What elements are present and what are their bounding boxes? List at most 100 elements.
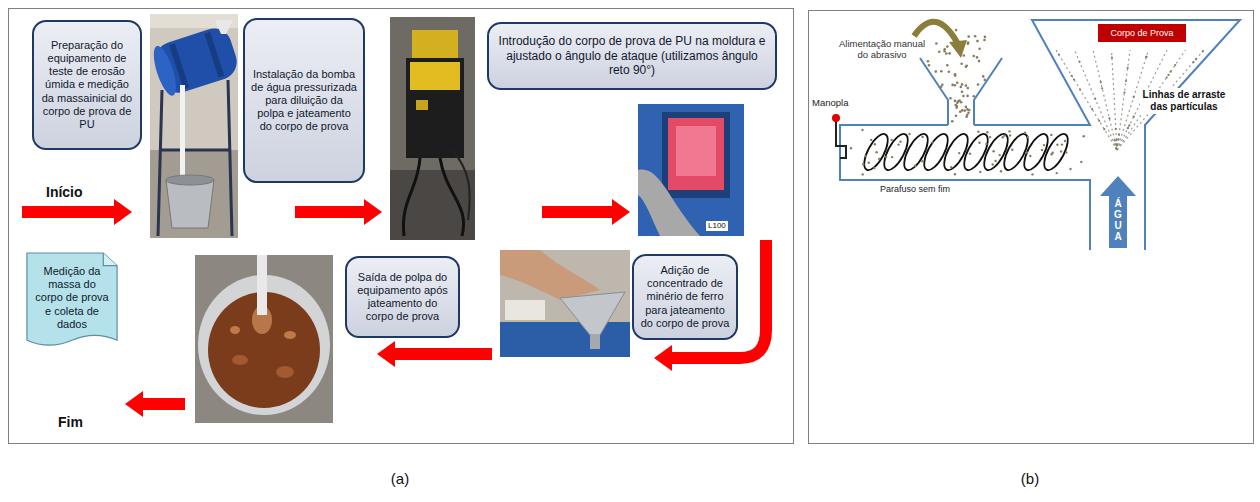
abrasive-particle — [984, 79, 987, 82]
crank-handle — [832, 114, 840, 122]
abrasive-particle — [973, 55, 976, 58]
photo-pump — [452, 150, 470, 220]
abrasive-particle — [973, 95, 976, 98]
panel-frame — [9, 9, 794, 444]
screw-coil — [1000, 131, 1033, 174]
photo-bucket — [284, 331, 296, 339]
abrasive-particle — [969, 153, 971, 155]
abrasive-particle — [967, 87, 970, 90]
abrasive-particle — [885, 156, 887, 158]
abrasive-particle — [1060, 150, 1062, 152]
abrasive-particle — [986, 131, 988, 133]
panel-label: (a) — [380, 470, 420, 488]
abrasive-particle — [1170, 71, 1172, 73]
abrasive-particle — [1009, 134, 1011, 136]
photo-pouring — [500, 250, 630, 357]
abrasive-particle — [984, 36, 987, 39]
drag-line — [1112, 50, 1118, 150]
abrasive-particle — [1002, 136, 1004, 138]
photo-specimen — [638, 170, 700, 236]
abrasive-particle — [1123, 92, 1125, 94]
photo-pouring — [500, 250, 600, 300]
abrasive-particle — [940, 70, 943, 73]
abrasive-particle — [1098, 120, 1100, 122]
abrasive-particle — [1195, 58, 1197, 60]
node-text: Corpo de Prova — [1110, 28, 1173, 38]
photo-specimen — [668, 118, 724, 190]
abrasive-particle — [862, 173, 864, 175]
abrasive-particle — [1056, 172, 1058, 174]
abrasive-particle — [957, 100, 960, 103]
abrasive-particle — [951, 120, 954, 123]
screw-tube — [840, 125, 1090, 250]
abrasive-particle — [965, 84, 968, 87]
abrasive-particle — [897, 143, 899, 145]
document-fold — [103, 253, 117, 266]
abrasive-particle — [954, 74, 957, 77]
photo-drum — [166, 180, 214, 228]
abrasive-particle — [950, 166, 952, 168]
water-arrow: ÁGUA — [1100, 176, 1136, 248]
drag-label: Linhas de arraste das partículas — [1140, 88, 1228, 114]
process-box: Adição de concentrado de minério de ferr… — [632, 254, 738, 340]
abrasive-particle — [1167, 74, 1169, 76]
abrasive-particle — [865, 155, 867, 157]
photo-bucket — [195, 255, 333, 423]
abrasive-particle — [967, 35, 970, 38]
abrasive-particle — [921, 160, 923, 162]
photo-pump — [412, 30, 458, 60]
process-box: Preparação do equipamento de teste de er… — [32, 20, 142, 150]
panel-frame — [809, 11, 1254, 444]
abrasive-particle — [861, 129, 863, 131]
node-text: Saída de polpa do equipamento após jatea… — [353, 271, 452, 324]
abrasive-particle — [1115, 128, 1117, 130]
abrasive-particle — [1125, 80, 1127, 82]
abrasive-particle — [874, 143, 876, 145]
abrasive-particle — [1116, 145, 1118, 147]
abrasive-particle — [979, 171, 981, 173]
abrasive-particle — [1108, 117, 1110, 119]
photo-pump — [440, 158, 464, 236]
photo-pouring — [500, 250, 630, 357]
abrasive-particle — [1174, 64, 1176, 66]
screw-label: Parafuso sem fim — [880, 184, 950, 195]
hopper-outline — [974, 58, 1002, 125]
photo-pump — [406, 58, 464, 158]
feed-label: Alimentação manual do abrasivo — [834, 38, 930, 61]
abrasive-particle — [1058, 53, 1060, 55]
photo-pump — [403, 158, 420, 236]
abrasive-particle — [954, 104, 957, 107]
document-box: Medição da massa do corpo de prova e col… — [26, 252, 118, 350]
node-text: Instalação da bomba de água pressurizada… — [251, 68, 357, 134]
abrasive-particle — [957, 49, 960, 52]
abrasive-particle — [1101, 87, 1103, 89]
abrasive-particle — [921, 136, 923, 138]
abrasive-particle — [908, 133, 910, 135]
abrasive-particle — [1202, 50, 1204, 52]
abrasive-particle — [976, 56, 979, 59]
hopper-outline — [920, 58, 948, 125]
abrasive-particle — [1000, 170, 1002, 172]
end-label: Fim — [58, 414, 83, 431]
abrasive-particle — [994, 160, 996, 162]
photo-drum — [166, 175, 214, 185]
abrasive-particle — [1100, 81, 1102, 83]
handle-label: Manopla — [812, 97, 848, 108]
photo-bucket — [195, 255, 333, 423]
abrasive-particle — [992, 163, 994, 165]
document-shape — [27, 253, 117, 345]
photo-specimen — [638, 104, 744, 236]
drag-line — [1093, 50, 1117, 150]
abrasive-particle — [946, 64, 949, 67]
abrasive-particle — [982, 75, 985, 78]
abrasive-particle — [1078, 61, 1080, 63]
abrasive-particle — [870, 139, 872, 141]
hopper-outline — [920, 58, 1002, 125]
node-text: Adição de concentrado de minério de ferr… — [639, 264, 731, 330]
abrasive-particle — [962, 95, 965, 98]
arrow-shape — [1100, 176, 1136, 248]
abrasive-particle — [960, 63, 963, 66]
abrasive-particle — [985, 143, 987, 145]
abrasive-particle — [927, 60, 930, 63]
